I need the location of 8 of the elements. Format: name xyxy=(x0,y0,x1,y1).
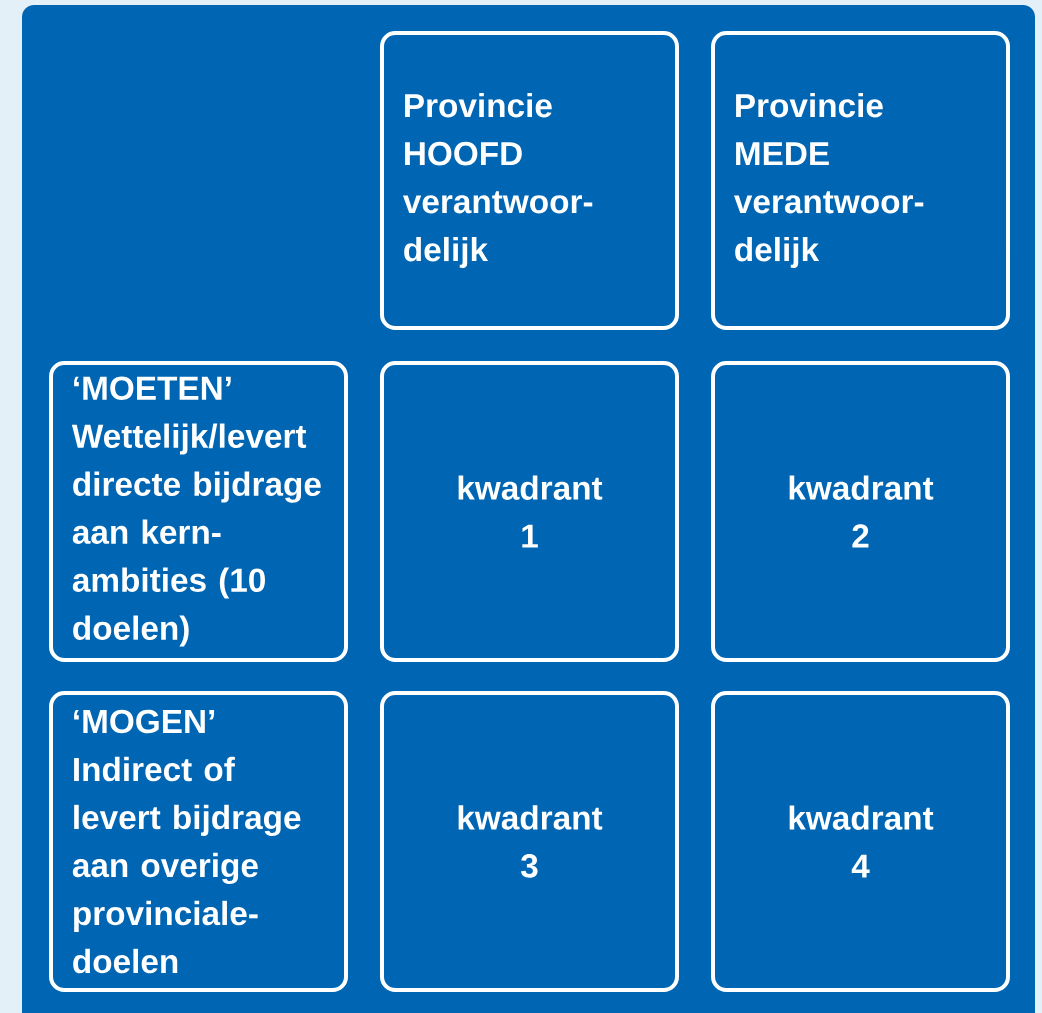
header-box: Provincie HOOFD verantwoor- delijk xyxy=(380,30,679,330)
quadrant-box: kwadrant 4 xyxy=(711,691,1010,992)
row-label-box: ‘MOGEN’ Indirect of levert bijdrage aan overige provinciale- doelen xyxy=(49,691,348,992)
quadrant-box: kwadrant 3 xyxy=(380,691,679,992)
header-box: Provincie MEDE verantwoor- delijk xyxy=(711,30,1010,330)
quadrant-box: kwadrant 1 xyxy=(380,361,679,662)
quadrant-box: kwadrant 2 xyxy=(711,361,1010,662)
row-label-box: ‘MOETEN’ Wettelijk/levert directe bijdrage aan kern- ambities (10 doelen) xyxy=(49,361,348,662)
